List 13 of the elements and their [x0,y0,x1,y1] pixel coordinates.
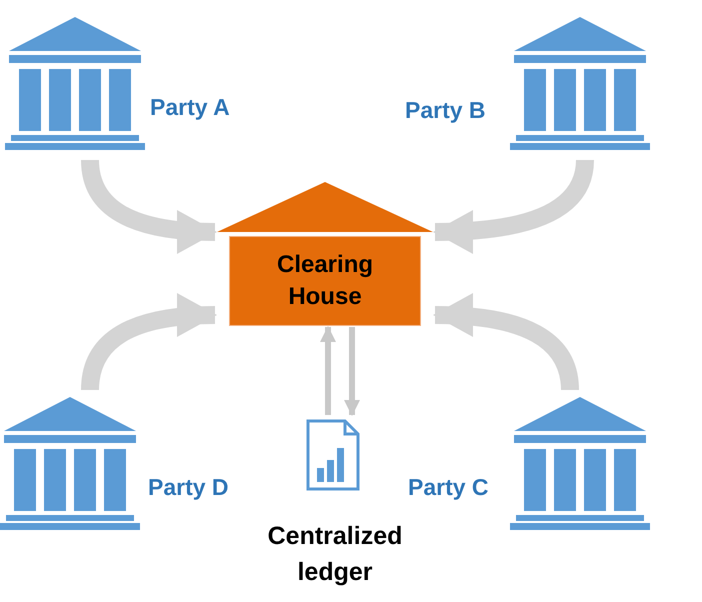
arrow [81,159,217,254]
party-label: Party C [408,473,489,502]
party-label: Party B [405,96,486,125]
ledger-label: Centralized ledger [266,521,404,588]
arrow [433,294,579,391]
arrow [344,327,360,416]
arrow [320,326,336,415]
arrow [81,294,217,391]
house-shape [215,180,435,327]
node-label: Clearing House [276,250,374,312]
party-label: Party A [150,93,230,122]
arrow [433,159,594,254]
party-label: Party D [148,473,229,502]
